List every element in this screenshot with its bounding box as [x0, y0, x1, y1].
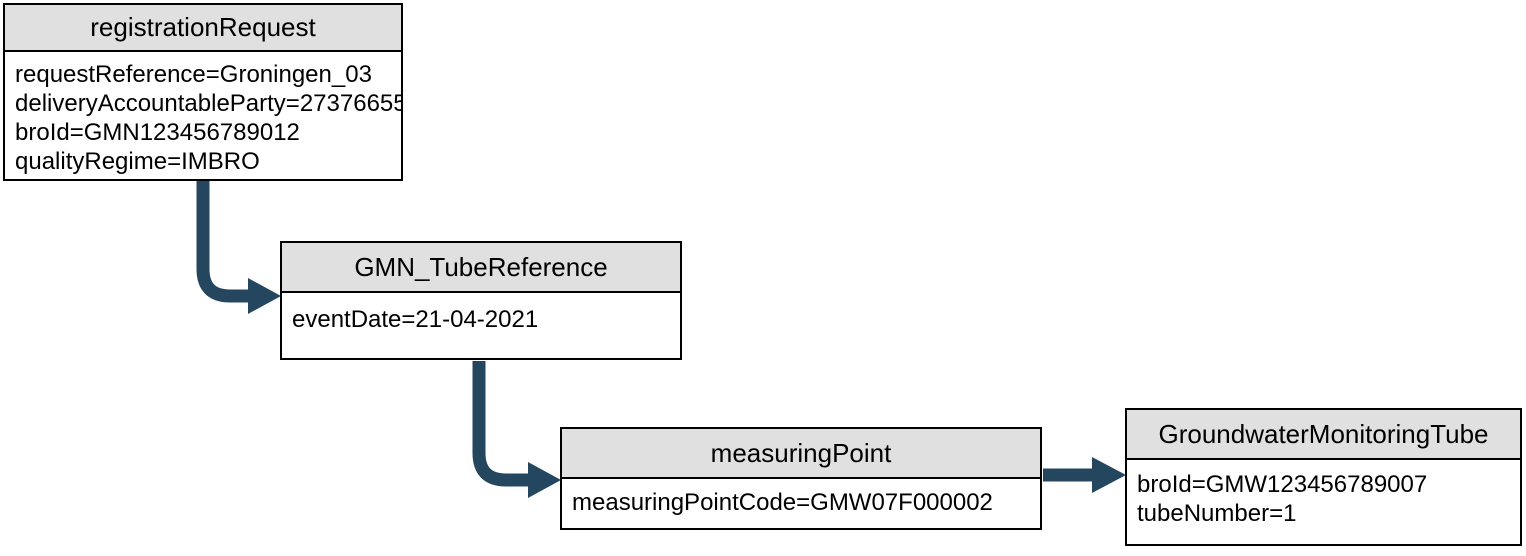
- node-attribute: broId=GMW123456789007: [1137, 471, 1428, 498]
- node-attributes: broId=GMW123456789007 tubeNumber=1: [1127, 460, 1520, 528]
- node-attribute: broId=GMN123456789012: [15, 119, 300, 146]
- node-title: measuringPoint: [562, 429, 1040, 479]
- node-title: registrationRequest: [5, 5, 401, 52]
- node-gmn-tube-reference: GMN_TubeReference eventDate=21-04-2021: [280, 241, 682, 360]
- node-attribute: deliveryAccountableParty=27376655: [15, 90, 401, 117]
- node-attribute: requestReference=Groningen_03: [15, 61, 372, 88]
- node-title: GroundwaterMonitoringTube: [1127, 410, 1520, 460]
- arrowhead-icon: [528, 462, 561, 498]
- node-attributes: eventDate=21-04-2021: [282, 293, 680, 334]
- node-registration-request: registrationRequest requestReference=Gro…: [3, 3, 403, 181]
- arrow-tubereference-to-measuringpoint: [472, 361, 561, 498]
- node-attribute: eventDate=21-04-2021: [292, 306, 539, 333]
- node-attribute: qualityRegime=IMBRO: [15, 148, 260, 175]
- node-attribute: measuringPointCode=GMW07F000002: [572, 489, 993, 516]
- node-groundwater-monitoring-tube: GroundwaterMonitoringTube broId=GMW12345…: [1125, 408, 1522, 546]
- arrowhead-icon: [1092, 457, 1126, 493]
- arrow-measuringpoint-to-tube: [1043, 457, 1126, 493]
- node-measuring-point: measuringPoint measuringPointCode=GMW07F…: [560, 427, 1042, 530]
- node-attributes: requestReference=Groningen_03 deliveryAc…: [5, 52, 401, 176]
- node-attributes: measuringPointCode=GMW07F000002: [562, 479, 1040, 517]
- arrow-registration-to-tubereference: [196, 181, 281, 314]
- arrowhead-icon: [248, 278, 281, 314]
- node-attribute: tubeNumber=1: [1137, 500, 1297, 527]
- node-title: GMN_TubeReference: [282, 243, 680, 293]
